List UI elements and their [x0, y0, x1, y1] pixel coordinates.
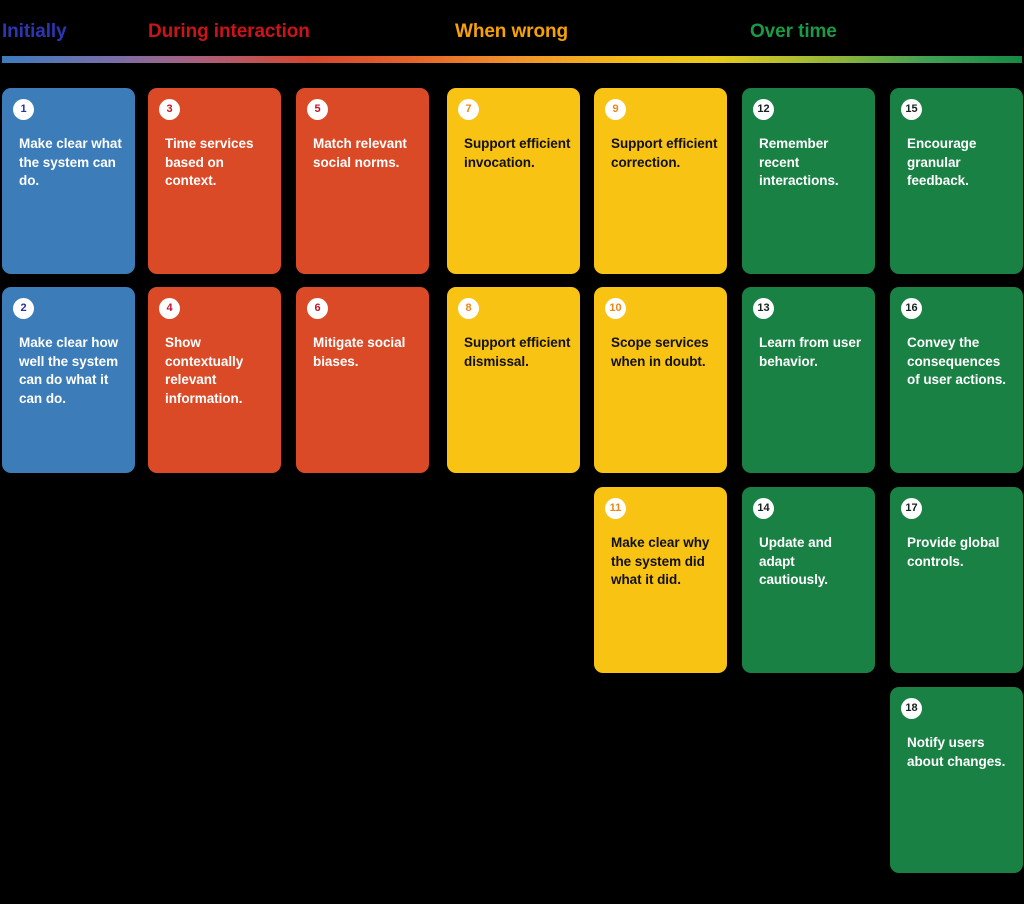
card-number-badge: 18: [901, 698, 922, 719]
card-number-badge: 2: [13, 298, 34, 319]
guideline-card-10[interactable]: 10 Scope services when in doubt.: [594, 287, 727, 473]
card-text: Mitigate social biases.: [313, 335, 406, 369]
card-text: Make clear why the system did what it di…: [611, 535, 710, 588]
card-text: Support efficient invocation.: [464, 136, 571, 170]
card-text: Show contextually relevant information.: [165, 335, 244, 406]
phase-header: Initially During interaction When wrong …: [0, 0, 1024, 55]
guideline-card-8[interactable]: 8 Support efficient dismissal.: [447, 287, 580, 473]
guideline-card-16[interactable]: 16 Convey the consequences of user actio…: [890, 287, 1023, 473]
card-number-badge: 17: [901, 498, 922, 519]
guideline-card-1[interactable]: 1 Make clear what the system can do.: [2, 88, 135, 274]
card-number-badge: 7: [458, 99, 479, 120]
guideline-card-7[interactable]: 7 Support efficient invocation.: [447, 88, 580, 274]
card-text: Time services based on context.: [165, 136, 254, 189]
card-number-badge: 4: [159, 298, 180, 319]
card-number-badge: 15: [901, 99, 922, 120]
card-text: Encourage granular feedback.: [907, 136, 977, 189]
guideline-card-11[interactable]: 11 Make clear why the system did what it…: [594, 487, 727, 673]
guideline-card-4[interactable]: 4 Show contextually relevant information…: [148, 287, 281, 473]
card-number-badge: 3: [159, 99, 180, 120]
card-text: Convey the consequences of user actions.: [907, 335, 1006, 388]
card-number-badge: 5: [307, 99, 328, 120]
phase-label-when-wrong: When wrong: [455, 21, 568, 42]
card-number-badge: 10: [605, 298, 626, 319]
guideline-card-2[interactable]: 2 Make clear how well the system can do …: [2, 287, 135, 473]
guideline-card-13[interactable]: 13 Learn from user behavior.: [742, 287, 875, 473]
card-text: Remember recent interactions.: [759, 136, 839, 189]
card-number-badge: 13: [753, 298, 774, 319]
guideline-card-6[interactable]: 6 Mitigate social biases.: [296, 287, 429, 473]
phase-label-during-interaction: During interaction: [148, 21, 310, 42]
card-text: Learn from user behavior.: [759, 335, 862, 369]
card-number-badge: 11: [605, 498, 626, 519]
card-number-badge: 9: [605, 99, 626, 120]
card-text: Notify users about changes.: [907, 735, 1006, 769]
guideline-card-14[interactable]: 14 Update and adapt cautiously.: [742, 487, 875, 673]
guideline-card-5[interactable]: 5 Match relevant social norms.: [296, 88, 429, 274]
phase-label-initially: Initially: [2, 21, 67, 42]
card-number-badge: 12: [753, 99, 774, 120]
phase-label-over-time: Over time: [750, 21, 837, 42]
guideline-card-17[interactable]: 17 Provide global controls.: [890, 487, 1023, 673]
guideline-card-18[interactable]: 18 Notify users about changes.: [890, 687, 1023, 873]
card-text: Support efficient correction.: [611, 136, 718, 170]
card-number-badge: 16: [901, 298, 922, 319]
card-text: Match relevant social norms.: [313, 136, 407, 170]
card-number-badge: 14: [753, 498, 774, 519]
guideline-card-12[interactable]: 12 Remember recent interactions.: [742, 88, 875, 274]
card-text: Make clear what the system can do.: [19, 136, 122, 189]
card-text: Update and adapt cautiously.: [759, 535, 833, 588]
guideline-card-9[interactable]: 9 Support efficient correction.: [594, 88, 727, 274]
guideline-card-15[interactable]: 15 Encourage granular feedback.: [890, 88, 1023, 274]
card-text: Support efficient dismissal.: [464, 335, 571, 369]
card-number-badge: 8: [458, 298, 479, 319]
card-text: Provide global controls.: [907, 535, 1000, 569]
card-number-badge: 1: [13, 99, 34, 120]
phase-gradient-bar: [2, 56, 1022, 63]
guideline-card-grid: 1 Make clear what the system can do. 2 M…: [0, 88, 1024, 888]
guideline-card-3[interactable]: 3 Time services based on context.: [148, 88, 281, 274]
card-text: Make clear how well the system can do wh…: [19, 335, 119, 406]
card-number-badge: 6: [307, 298, 328, 319]
card-text: Scope services when in doubt.: [611, 335, 709, 369]
